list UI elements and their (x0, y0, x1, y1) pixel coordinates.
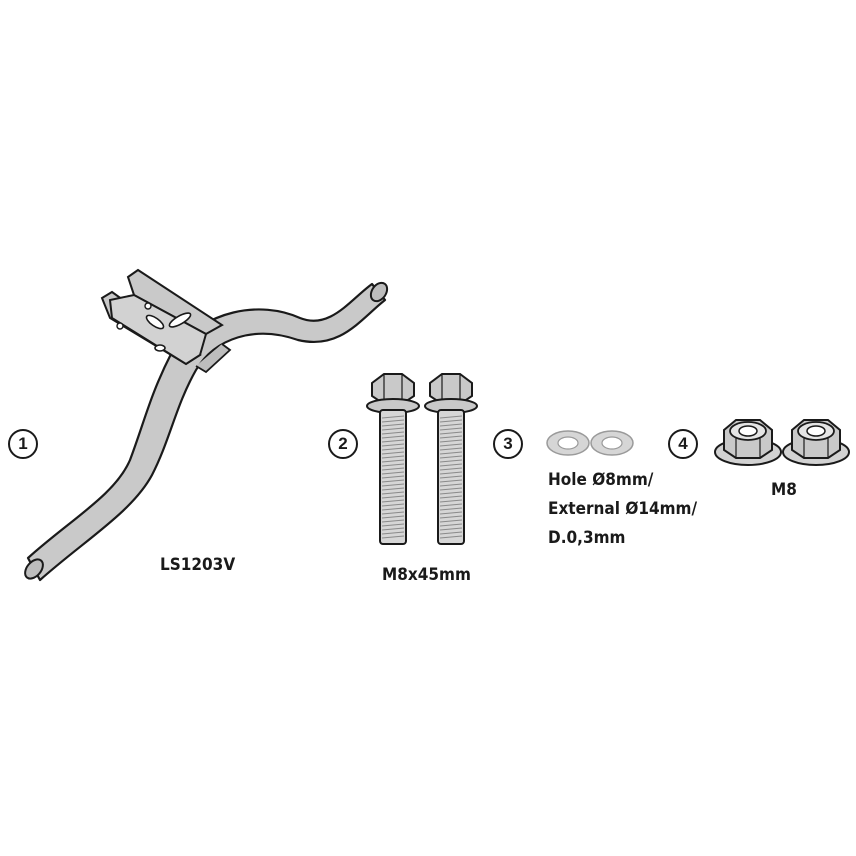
thread-line (381, 523, 405, 527)
label-washer-line-2: External Ø14mm/ (548, 499, 698, 519)
thread-line (381, 491, 405, 495)
thread-line (439, 459, 463, 463)
thread-line (439, 511, 463, 515)
thread-line (381, 467, 405, 471)
thread-line (439, 523, 463, 527)
thread-line (439, 427, 463, 431)
thread-line (439, 447, 463, 451)
thread-line (439, 439, 463, 443)
thread-line (381, 463, 405, 467)
thread-line (381, 535, 405, 539)
label-washer: Hole Ø8mm/ External Ø14mm/ D.0,3mm (548, 466, 697, 553)
label-bracket: LS1203V (160, 555, 236, 575)
thread-line (381, 483, 405, 487)
item-number-4: 4 (668, 429, 698, 459)
thread-line (381, 459, 405, 463)
thread-line (439, 491, 463, 495)
thread-line (439, 463, 463, 467)
thread-line (381, 479, 405, 483)
item-number-2: 2 (328, 429, 358, 459)
thread-line (439, 507, 463, 511)
label-washer-line-3: D.0,3mm (548, 528, 626, 548)
washer-left (546, 430, 590, 456)
thread-line (381, 419, 405, 423)
thread-line (381, 527, 405, 531)
thread-line (381, 487, 405, 491)
thread-line (381, 495, 405, 499)
thread-line (381, 427, 405, 431)
thread-line (381, 431, 405, 435)
thread-line (439, 495, 463, 499)
bracket-ls1203v (24, 268, 389, 582)
thread-line (381, 447, 405, 451)
washer-right (590, 430, 634, 456)
thread-line (439, 503, 463, 507)
thread-line (381, 475, 405, 479)
thread-line (381, 415, 405, 419)
thread-line (439, 431, 463, 435)
thread-line (381, 515, 405, 519)
thread-line (439, 487, 463, 491)
thread-line (381, 471, 405, 475)
thread-line (439, 531, 463, 535)
thread-line (381, 423, 405, 427)
thread-line (381, 503, 405, 507)
thread-line (439, 443, 463, 447)
thread-line (381, 439, 405, 443)
bolt-left (366, 373, 420, 545)
thread-line (439, 527, 463, 531)
thread-line (381, 499, 405, 503)
label-bolt: M8x45mm (382, 565, 471, 585)
thread-line (439, 455, 463, 459)
item-number-1: 1 (8, 429, 38, 459)
thread-line (439, 471, 463, 475)
thread-line (439, 479, 463, 483)
thread-line (381, 507, 405, 511)
thread-line (439, 483, 463, 487)
label-nut: M8 (771, 480, 797, 500)
thread-line (381, 435, 405, 439)
thread-line (439, 475, 463, 479)
thread-line (439, 423, 463, 427)
thread-line (439, 435, 463, 439)
thread-line (439, 499, 463, 503)
thread-line (381, 531, 405, 535)
thread-line (439, 451, 463, 455)
item-number-3: 3 (493, 429, 523, 459)
thread-line (439, 535, 463, 539)
nut-right (782, 419, 850, 466)
thread-line (381, 451, 405, 455)
thread-line (381, 443, 405, 447)
thread-line (381, 511, 405, 515)
nut-left (714, 419, 782, 466)
thread-line (439, 519, 463, 523)
thread-line (381, 519, 405, 523)
thread-line (381, 455, 405, 459)
thread-line (439, 419, 463, 423)
thread-line (439, 415, 463, 419)
bolt-right (424, 373, 478, 545)
thread-line (439, 467, 463, 471)
thread-line (439, 515, 463, 519)
label-washer-line-1: Hole Ø8mm/ (548, 470, 654, 490)
